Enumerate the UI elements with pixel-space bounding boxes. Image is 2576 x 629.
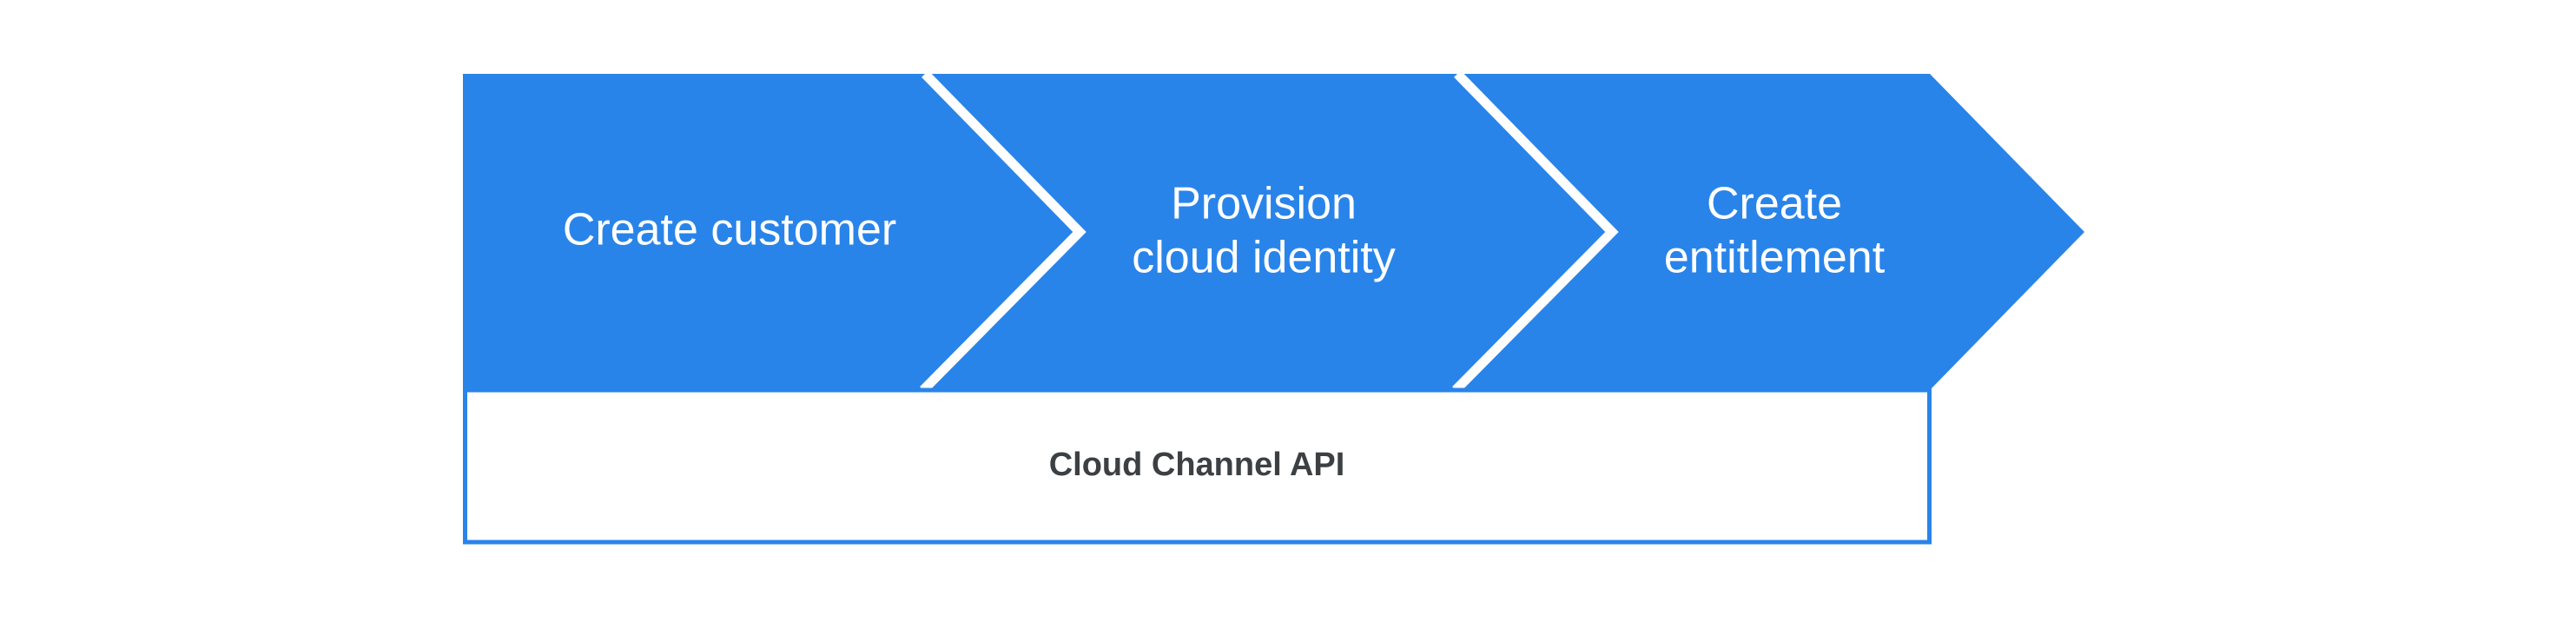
- step-3-line-1: Create: [1707, 179, 1842, 229]
- step-provision-cloud-identity[interactable]: Provision cloud identity: [1132, 179, 1396, 283]
- chevron-separator-1: [920, 70, 1087, 394]
- step-3-line-2: entitlement: [1664, 233, 1886, 283]
- step-2-line-1: Provision: [1171, 179, 1357, 229]
- chevron-separator-2: [1452, 70, 1619, 394]
- chevron-band-shape: [463, 74, 2084, 390]
- step-create-entitlement[interactable]: Create entitlement: [1664, 179, 1886, 283]
- chevron-band: [463, 70, 2084, 394]
- cloud-channel-api-box-rect: [463, 387, 1932, 545]
- step-create-customer[interactable]: Create customer: [563, 205, 896, 255]
- cloud-channel-api-box[interactable]: Cloud Channel API: [463, 387, 1932, 545]
- step-1-line-1: Create customer: [563, 205, 896, 255]
- step-2-line-2: cloud identity: [1132, 233, 1396, 283]
- cloud-channel-api-label: Cloud Channel API: [1049, 447, 1345, 483]
